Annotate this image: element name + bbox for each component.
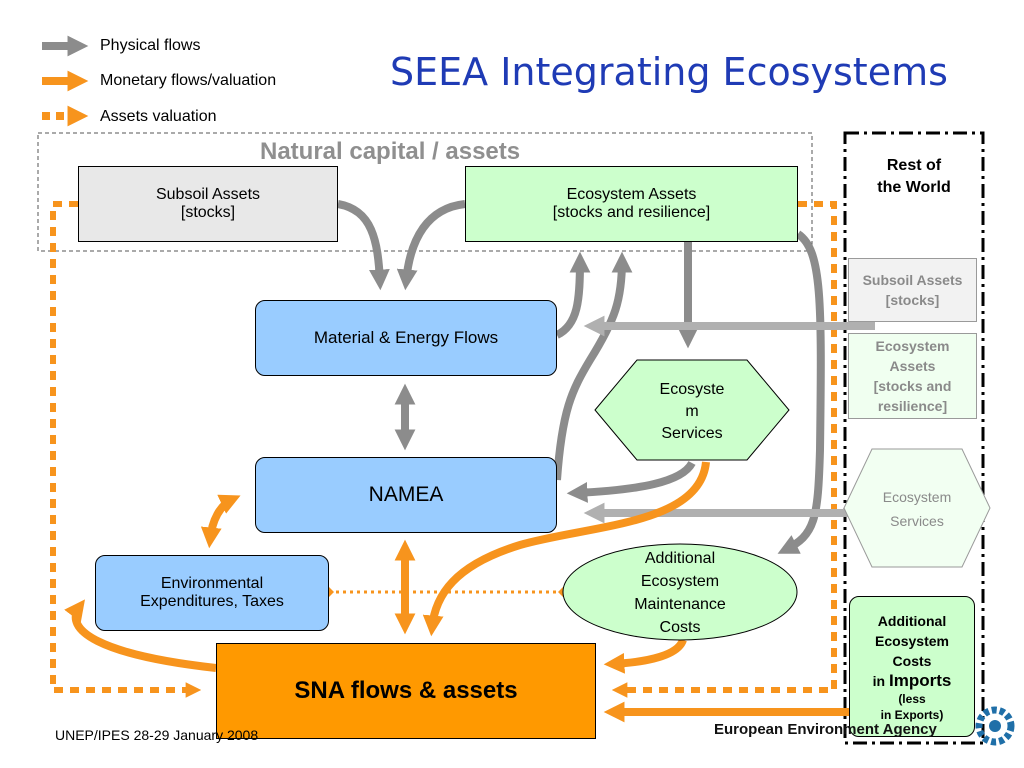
material-energy-flows-label: Material & Energy Flows: [313, 328, 499, 347]
assets-valuation-left-loop: [50, 201, 202, 698]
page-title: SEEA Integrating Ecosystems: [390, 50, 948, 94]
row-ecosystem-assets-line3: [stocks and: [873, 378, 952, 394]
row-ecosystem-assets-line2: Assets: [889, 358, 936, 374]
ecosystem-services-line3: Services: [661, 425, 723, 442]
row-ecosystem-services-line2: Services: [890, 513, 944, 529]
legend-physical-label: Physical flows: [100, 37, 201, 54]
row-imports-line4: in Imports: [873, 671, 952, 691]
row-imports-line6: in Exports): [880, 707, 944, 722]
additional-costs-line4: Costs: [659, 619, 701, 636]
arrow-material-to-ecosystem: [555, 251, 591, 339]
ecosystem-assets-line2: [stocks and resilience]: [552, 204, 711, 221]
row-imports-prefix: in: [872, 672, 889, 689]
subsoil-assets-box: Subsoil Assets [stocks]: [78, 166, 338, 242]
ecosystem-assets-box: Ecosystem Assets [stocks and resilience]: [465, 166, 798, 242]
row-ecosystem-services-text: Ecosystem Services: [860, 485, 974, 533]
assets-valuation-right-loop: [611, 201, 837, 698]
natural-capital-label: Natural capital / assets: [260, 138, 521, 165]
natural-capital-frame: [37, 132, 813, 252]
row-ecosystem-assets-line4: resilience]: [877, 398, 948, 414]
row-imports-line2: Ecosystem: [875, 632, 949, 649]
rest-of-world-title: Rest of the World: [850, 154, 978, 200]
material-energy-flows-box: Material & Energy Flows: [255, 300, 557, 376]
ecosystem-services-text: Ecosyste m Services: [635, 376, 749, 448]
legend-monetary-label: Monetary flows/valuation: [100, 72, 277, 89]
additional-costs-ellipse: [562, 543, 798, 641]
arrow-sna-to-env: [64, 599, 217, 672]
row-imports-emphasis: Imports: [889, 670, 952, 690]
sna-flows-box: SNA flows & assets: [216, 643, 596, 739]
subsoil-assets-line2: [stocks]: [180, 204, 236, 221]
additional-costs-line2: Ecosystem: [640, 573, 720, 590]
namea-box: NAMEA: [255, 457, 557, 533]
footer-agency: European Environment Agency: [714, 721, 937, 738]
rest-of-world-line1: Rest of: [886, 157, 942, 174]
arrow-subsoil-to-material: [337, 200, 390, 291]
legend-assets-label: Assets valuation: [100, 108, 217, 125]
rest-of-world-frame: [843, 131, 985, 745]
subsoil-assets-line1: Subsoil Assets: [155, 186, 261, 203]
sna-flows-label: SNA flows & assets: [294, 677, 518, 704]
row-ecosystem-services-line1: Ecosystem: [882, 489, 952, 505]
ecosystem-services-line2: m: [685, 403, 699, 420]
ecosystem-services-line1: Ecosyste: [659, 381, 725, 398]
arrow-namea-to-ecosystem: [553, 251, 633, 481]
arrow-ecosystem-to-maintenance: [777, 230, 825, 554]
row-ecosystem-assets-box: Ecosystem Assets [stocks and resilience]: [848, 333, 977, 419]
row-subsoil-assets-box: Subsoil Assets [stocks]: [848, 258, 977, 322]
row-subsoil-line1: Subsoil Assets: [862, 272, 963, 288]
row-imports-line1: Additional: [877, 612, 947, 629]
row-imports-line3: Costs: [892, 652, 932, 669]
footer-event: UNEP/IPES 28-29 January 2008: [55, 727, 259, 743]
additional-costs-line3: Maintenance: [634, 596, 726, 613]
arrow-services-to-namea: [566, 460, 696, 503]
additional-costs-text: Additional Ecosystem Maintenance Costs: [600, 547, 760, 639]
eea-logo-icon: [975, 706, 1015, 746]
namea-label: NAMEA: [368, 483, 444, 506]
row-subsoil-line2: [stocks]: [885, 292, 940, 308]
additional-costs-line1: Additional: [644, 550, 716, 567]
row-imports-line5: (less: [898, 691, 926, 706]
arrow-namea-env: [200, 494, 241, 549]
arrow-services-to-sna: [422, 461, 710, 637]
environmental-expenditures-line2: Expenditures, Taxes: [140, 593, 284, 610]
row-ecosystem-services-hexagon: [843, 448, 991, 568]
rest-of-world-line2: the World: [877, 179, 951, 196]
environmental-expenditures-line1: Environmental: [160, 575, 264, 592]
row-ecosystem-assets-line1: Ecosystem: [875, 338, 950, 354]
arrow-maintenance-to-sna: [603, 638, 687, 674]
ecosystem-services-hexagon: [594, 359, 790, 461]
ecosystem-assets-line1: Ecosystem Assets: [566, 186, 697, 203]
environmental-expenditures-box: Environmental Expenditures, Taxes: [95, 555, 329, 631]
row-imports-box: Additional Ecosystem Costs in Imports (l…: [849, 596, 975, 737]
arrow-ecosystem-to-material: [396, 200, 466, 291]
